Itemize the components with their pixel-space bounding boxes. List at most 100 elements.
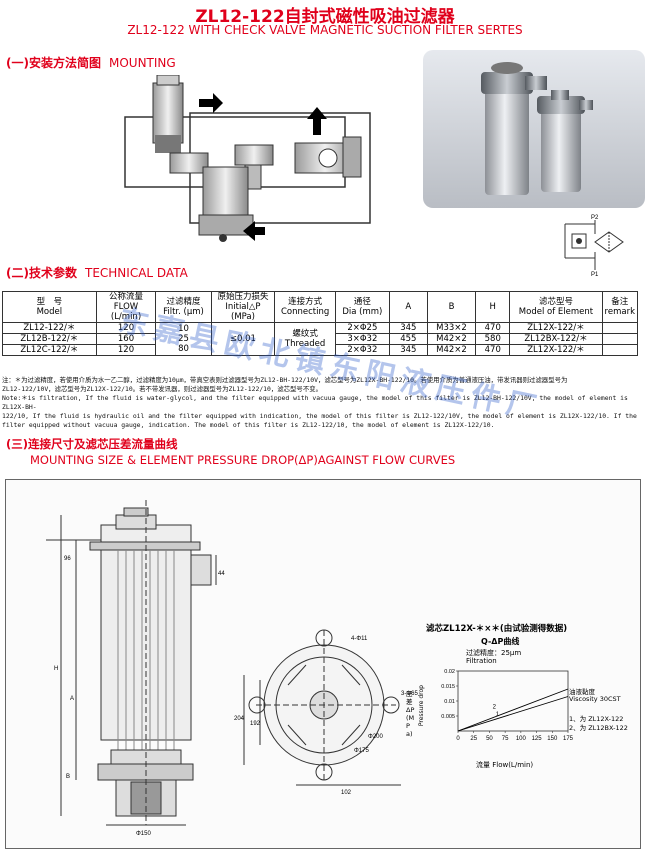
page-subtitle: ZL12-122 WITH CHECK VALVE MAGNETIC SUCTI… bbox=[127, 23, 523, 37]
curve-title: 滤芯ZL12X-＊×＊(由试验测得数据) bbox=[426, 624, 568, 634]
header-a: A bbox=[388, 291, 428, 323]
x-tick-label: 50 bbox=[486, 736, 493, 742]
cell-element: ZL12BX-122/＊ bbox=[509, 333, 603, 345]
x-tick-label: 0 bbox=[456, 736, 460, 742]
dim-b: B bbox=[66, 774, 70, 780]
dim-h: H bbox=[54, 666, 58, 672]
curve-filtr-cn: 过滤精度：25μm bbox=[466, 649, 522, 657]
cell-model: ZL12C-122/＊ bbox=[2, 344, 97, 356]
curve-filtr-en: Filtration bbox=[466, 657, 497, 665]
cell-remark bbox=[601, 333, 639, 345]
header-h: H bbox=[475, 291, 511, 323]
cell-a: 345 bbox=[388, 322, 428, 334]
cell-element: ZL12X-122/＊ bbox=[509, 344, 603, 356]
dim-d175: Φ175 bbox=[354, 748, 369, 754]
table-row: ZL12C-122/＊ 120 2×Φ32 345 M42×2 470 ZL12… bbox=[2, 344, 639, 356]
note-line: filter equipped without vacuua gauge, in… bbox=[2, 421, 495, 429]
cell-b: M42×2 bbox=[426, 333, 477, 345]
legend-2: 2、为 ZL12BX-122 bbox=[569, 724, 628, 732]
cell-element: ZL12X-122/＊ bbox=[509, 322, 603, 334]
x-tick-label: 175 bbox=[563, 736, 574, 742]
section-tech-en: TECHNICAL DATA bbox=[84, 266, 188, 280]
drawing-panel: 96 44 H A B Φ150 4-Φ11 3-Φ65 Φ200 Φ175 bbox=[5, 479, 641, 849]
header-b: B bbox=[426, 291, 477, 323]
dim-d150: Φ150 bbox=[136, 831, 151, 837]
cell-model: ZL12-122/＊ bbox=[2, 322, 97, 334]
section-tech-heading: (二)技术参数 TECHNICAL DATA bbox=[6, 264, 188, 281]
cell-b: M42×2 bbox=[426, 344, 477, 356]
dim-d200: Φ200 bbox=[368, 734, 383, 740]
dim-a: A bbox=[70, 696, 74, 702]
section-curves-en: MOUNTING SIZE & ELEMENT PRESSURE DROP(ΔP… bbox=[30, 453, 456, 467]
dim-44: 44 bbox=[218, 571, 225, 577]
note-line: 注：＊为过滤精度，若使用介质为水一乙二醇，过滤精度为10μm，带真空表则过滤器型… bbox=[2, 376, 568, 384]
section-mounting-en: MOUNTING bbox=[108, 56, 176, 70]
mounting-diagram bbox=[124, 75, 371, 242]
x-tick-label: 125 bbox=[532, 736, 543, 742]
section-mounting-heading: (一)安装方法简图 MOUNTING bbox=[6, 54, 176, 71]
y-axis-cn: 压差ΔP(MPa) bbox=[406, 690, 415, 738]
note-line: 122/10, If the fluid is hydraulic oil an… bbox=[2, 412, 637, 420]
series-label-1: 1 bbox=[496, 712, 500, 718]
y-tick-label: 0.01 bbox=[444, 699, 455, 705]
legend-1: 1、为 ZL12X-122 bbox=[569, 715, 624, 723]
x-tick-label: 75 bbox=[502, 736, 509, 742]
cell-remark bbox=[601, 322, 639, 334]
cell-h: 470 bbox=[475, 344, 511, 356]
cell-a: 455 bbox=[388, 333, 428, 345]
cell-h: 470 bbox=[475, 322, 511, 334]
dim-204: 204 bbox=[234, 716, 245, 722]
cell-flow: 120 bbox=[95, 344, 157, 356]
cell-b: M33×2 bbox=[426, 322, 477, 334]
series-line-2 bbox=[457, 688, 569, 732]
cell-h: 580 bbox=[475, 333, 511, 345]
y-tick-label: 0.015 bbox=[441, 684, 455, 690]
note-line: ZL12-122/10V，滤芯型号为ZL12X-122/10。若不带发讯器，则过… bbox=[2, 385, 322, 393]
viscosity-en: Viscosity 30CST bbox=[569, 695, 621, 703]
section-curves-cn: (三)连接尺寸及滤芯压差流量曲线 bbox=[6, 437, 178, 451]
dim-4-11: 4-Φ11 bbox=[351, 636, 368, 642]
x-tick-label: 150 bbox=[547, 736, 558, 742]
x-axis-label: 流量 Flow(L/min) bbox=[476, 761, 534, 769]
notes-block: 注：＊为过滤精度，若使用介质为水一乙二醇，过滤精度为10μm，带真空表则过滤器型… bbox=[2, 376, 642, 430]
plot-area bbox=[457, 670, 569, 732]
section-mounting-cn: (一)安装方法简图 bbox=[6, 56, 101, 70]
series-line-1 bbox=[457, 696, 569, 732]
dim-192: 192 bbox=[250, 721, 261, 727]
viscosity-cn: 油液黏度 bbox=[569, 688, 595, 696]
curve-subtitle: Q-ΔP曲线 bbox=[481, 637, 520, 646]
section-tech-cn: (二)技术参数 bbox=[6, 266, 77, 280]
note-line: Note:＊is filtration, If the fluid is wat… bbox=[2, 394, 628, 411]
cell-model: ZL12B-122/＊ bbox=[2, 333, 97, 345]
hydraulic-symbol: P2 P1 bbox=[564, 215, 624, 277]
dim-96: 96 bbox=[64, 556, 71, 562]
cell-initial-dp: ≤0.01 bbox=[210, 322, 276, 356]
x-tick-label: 25 bbox=[470, 736, 477, 742]
q-dp-chart: 0 25 50 75 100 125 150 175 0.005 0.01 0.015 0.02 12 bbox=[441, 669, 574, 742]
product-photo bbox=[423, 50, 645, 208]
y-tick-label: 0.02 bbox=[444, 669, 455, 675]
p2-label: P2 bbox=[591, 215, 599, 221]
y-axis-en: Pressure drop bbox=[418, 685, 425, 727]
cell-remark bbox=[601, 344, 639, 356]
dim-102: 102 bbox=[341, 790, 352, 796]
dim-3-65: 3-Φ65 bbox=[401, 691, 418, 697]
x-tick-label: 100 bbox=[516, 736, 527, 742]
cell-dia: 2×Φ25 bbox=[334, 322, 390, 334]
page-title: ZL12-122自封式磁性吸油过滤器 bbox=[195, 7, 455, 27]
series-label-2: 2 bbox=[493, 705, 497, 711]
y-tick-label: 0.005 bbox=[441, 714, 455, 720]
